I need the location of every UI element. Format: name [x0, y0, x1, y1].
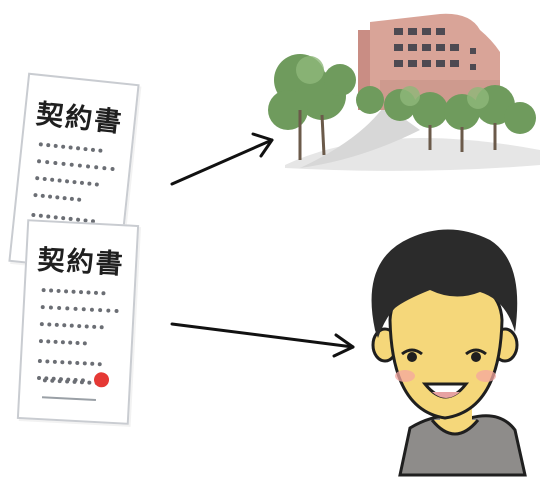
right-arrow-icon	[170, 132, 274, 186]
right-arrow-icon	[170, 322, 355, 358]
